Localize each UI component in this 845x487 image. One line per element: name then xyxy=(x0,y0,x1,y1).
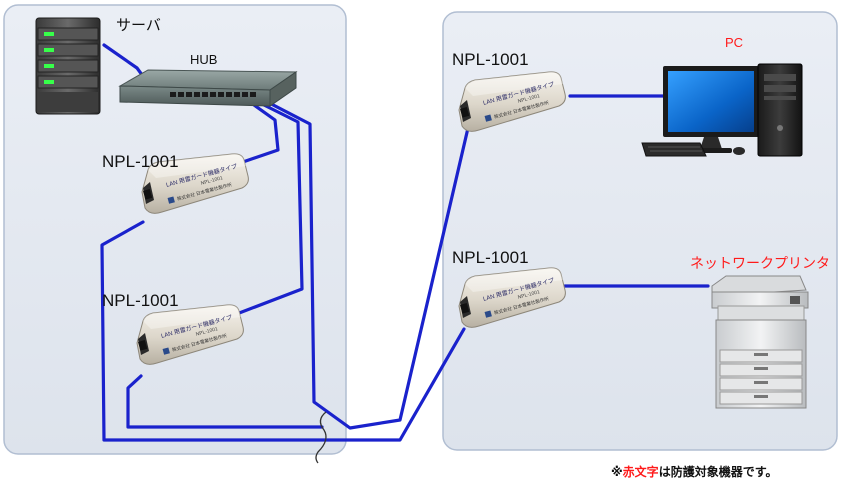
pc-icon xyxy=(641,63,803,157)
cable-npl2-break xyxy=(126,374,324,429)
npl-label-2: NPL-1001 xyxy=(102,291,179,310)
network-printer-icon xyxy=(711,275,809,409)
cable-npl1-npl4 xyxy=(100,220,466,442)
server-icon xyxy=(35,17,101,115)
lan-cables xyxy=(100,43,710,442)
cable-hub-npl3 xyxy=(250,92,470,430)
printer-label: ネットワークプリンタ xyxy=(690,255,830,271)
cable-break-mark xyxy=(315,411,327,464)
cable-hub-npl1 xyxy=(238,93,280,165)
hub-label: HUB xyxy=(190,52,217,67)
server-label: サーバ xyxy=(116,17,161,34)
footnote-prefix: ※ xyxy=(611,465,623,479)
cable-hub-npl2 xyxy=(232,94,304,317)
footnote-rest: は防護対象機器です。 xyxy=(659,464,778,479)
npl-label-1: NPL-1001 xyxy=(102,152,179,171)
npl-label-3: NPL-1001 xyxy=(452,50,529,69)
npl-label-4: NPL-1001 xyxy=(452,248,529,267)
left-network-panel xyxy=(3,4,347,455)
footnote-red-text: 赤文字 xyxy=(623,464,659,479)
footnote: ※赤文字は防護対象機器です。 xyxy=(611,464,778,479)
pc-label: PC xyxy=(725,35,743,50)
hub-icon xyxy=(118,69,298,107)
